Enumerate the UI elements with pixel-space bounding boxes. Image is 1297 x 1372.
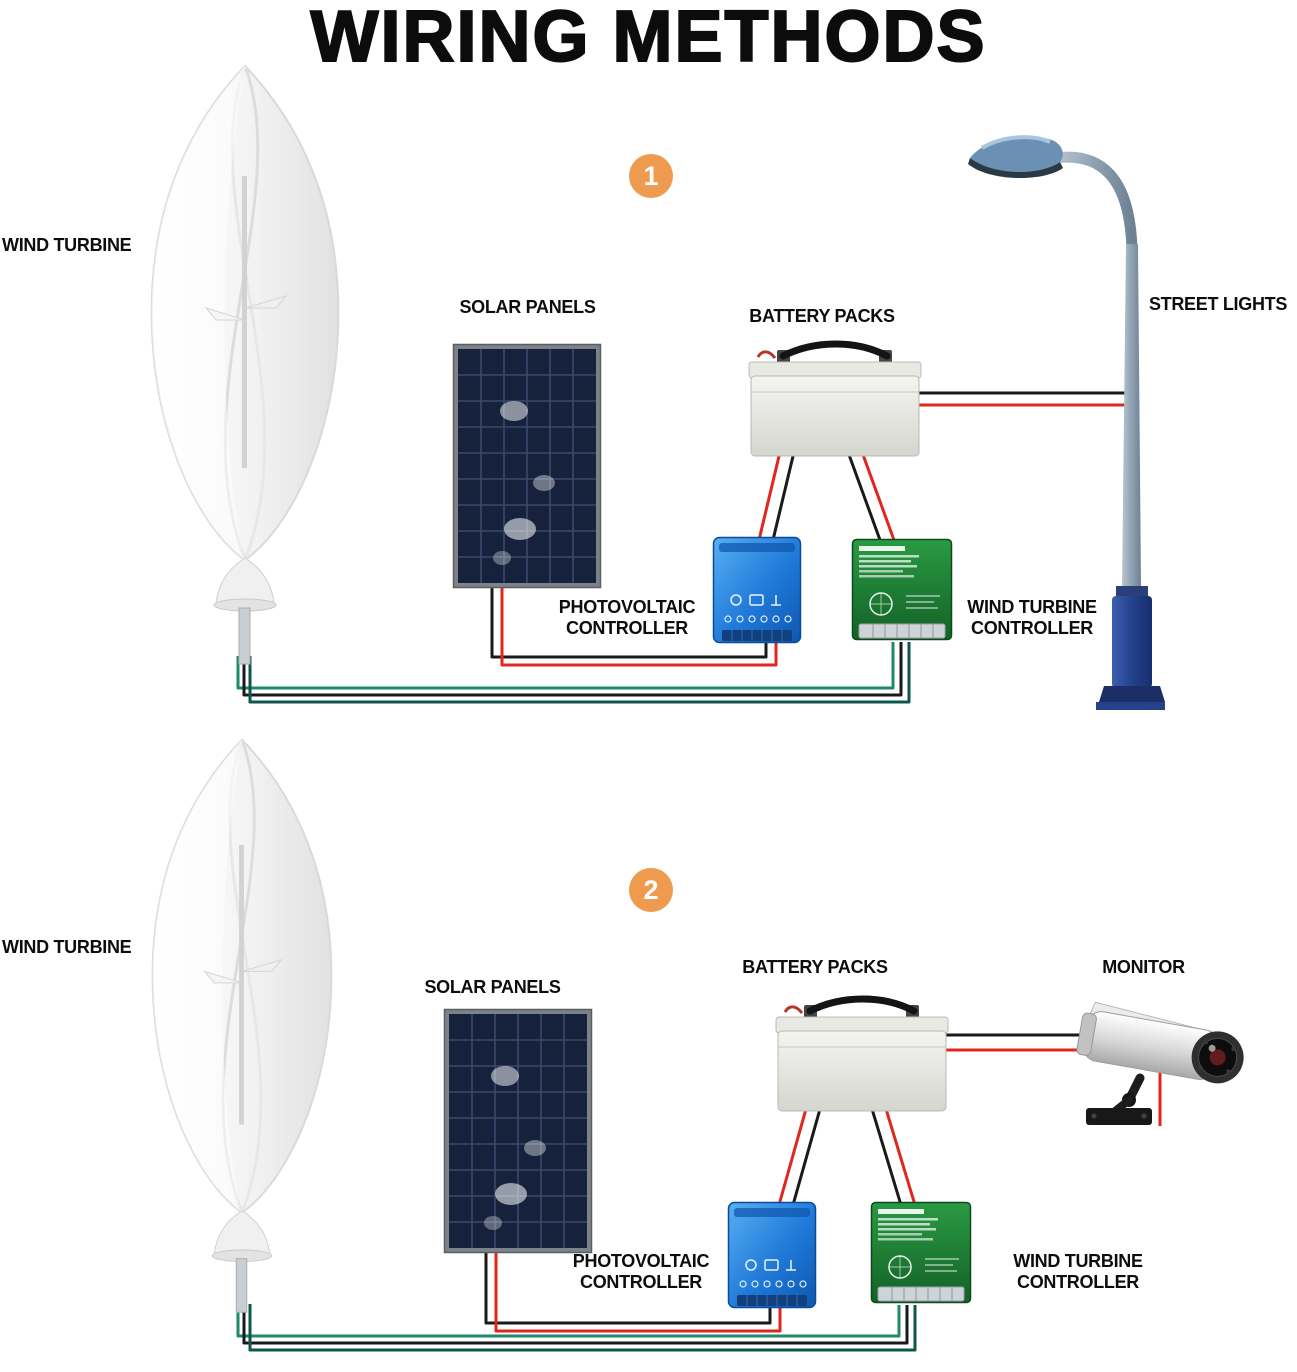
wires-battery-to-pv-controller-1	[757, 451, 796, 541]
battery-pack-graphic-2	[772, 995, 952, 1115]
solar-panel-graphic-1	[452, 343, 602, 589]
wire-segment	[870, 1108, 903, 1206]
wires-battery-to-pv-controller-2	[777, 1108, 822, 1206]
pv-controller-graphic-2	[727, 1201, 817, 1309]
wires-turbine-to-wind-controller-2	[236, 1304, 917, 1352]
label-pv-controller-1: PHOTOVOLTAIC CONTROLLER	[558, 597, 696, 638]
wires-battery-to-street-light	[915, 391, 1137, 407]
label-pv-controller-2: PHOTOVOLTAIC CONTROLLER	[572, 1251, 710, 1292]
wind-controller-graphic-2	[870, 1201, 972, 1304]
wire-segment	[248, 642, 911, 704]
street-light-graphic	[968, 135, 1165, 710]
wire-segment	[242, 642, 903, 697]
camera-body	[1076, 1001, 1244, 1084]
label-wind-turbine-1: WIND TURBINE	[2, 235, 132, 255]
label-wind-controller-1: WIND TURBINE CONTROLLER	[967, 597, 1097, 638]
wires-battery-to-wind-controller-2	[870, 1108, 917, 1206]
wires-solar-to-pv-controller-1	[490, 580, 778, 667]
wire-segment	[500, 580, 778, 667]
wire-segment	[860, 451, 896, 541]
page-title: WIRING METHODS	[310, 0, 987, 77]
label-monitor: MONITOR	[1102, 957, 1185, 977]
wind-turbine-graphic-2	[151, 738, 333, 1314]
wire-segment	[248, 1304, 917, 1352]
wire-segment	[757, 451, 782, 541]
street-light-pole	[1122, 244, 1141, 586]
battery-pack-graphic-1	[745, 340, 925, 460]
cctv-camera-graphic	[1076, 1001, 1244, 1125]
wind-turbine-graphic-1	[150, 64, 340, 666]
wire-segment	[494, 1250, 782, 1333]
camera-mount-plate	[1086, 1108, 1152, 1125]
label-battery-packs-1: BATTERY PACKS	[749, 306, 895, 326]
label-solar-panels-2: SOLAR PANELS	[424, 977, 561, 997]
pv-controller-graphic-1	[712, 536, 802, 644]
street-light-base	[1112, 596, 1152, 688]
diagram1-number-badge: 1	[629, 154, 673, 198]
street-light-arm	[1054, 151, 1138, 251]
label-wind-controller-2: WIND TURBINE CONTROLLER	[1013, 1251, 1143, 1292]
wire-segment	[242, 1304, 909, 1345]
label-solar-panels-1: SOLAR PANELS	[459, 297, 596, 317]
label-street-lights: STREET LIGHTS	[1148, 294, 1288, 314]
wire-segment	[777, 1108, 808, 1206]
wires-solar-to-pv-controller-2	[484, 1250, 782, 1333]
street-light-lamp-head	[970, 136, 1063, 174]
diagram2-number-badge: 2	[629, 868, 673, 912]
solar-panel-graphic-2	[443, 1008, 593, 1254]
wire-segment	[846, 451, 882, 541]
wire-segment	[791, 1108, 822, 1206]
wind-controller-graphic-1	[851, 538, 953, 641]
wire-segment	[236, 1304, 901, 1338]
label-battery-packs-2: BATTERY PACKS	[742, 957, 888, 977]
wire-segment	[490, 580, 768, 659]
wire-segment	[484, 1250, 772, 1325]
label-wind-turbine-2: WIND TURBINE	[2, 937, 132, 957]
wire-segment	[771, 451, 796, 541]
wire-segment	[236, 642, 895, 690]
wires-turbine-to-wind-controller-1	[236, 642, 911, 704]
wires-battery-to-wind-controller-1	[846, 451, 896, 541]
wire-segment	[884, 1108, 917, 1206]
